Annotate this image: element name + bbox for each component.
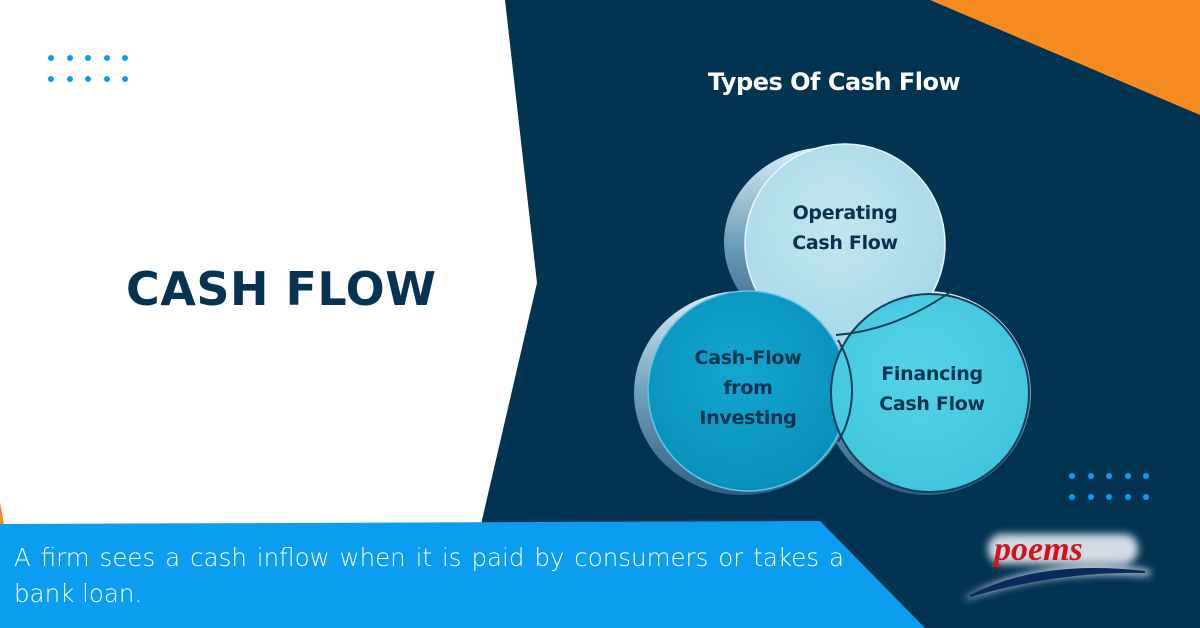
dot	[85, 76, 91, 82]
dot	[1087, 473, 1094, 479]
section-title: Types Of Cash Flow	[707, 68, 961, 96]
label-line: from	[723, 377, 773, 399]
label-line: Investing	[699, 407, 797, 429]
dot	[1143, 473, 1149, 479]
dot	[66, 76, 73, 82]
dot	[1069, 494, 1075, 500]
decorative-dots-top-left	[48, 55, 128, 82]
dot	[48, 55, 54, 61]
page-title: CASH FLOW	[126, 262, 437, 316]
investing-cash-flow-label: Cash-Flow from Investing	[668, 343, 828, 433]
caption-band	[0, 521, 925, 628]
dot	[122, 55, 128, 61]
dot	[122, 76, 128, 82]
dot	[1106, 473, 1112, 479]
dot	[103, 55, 110, 61]
label-line: Cash Flow	[879, 393, 985, 415]
label-line: Cash-Flow	[694, 347, 802, 369]
dot	[48, 76, 54, 82]
dot	[1087, 494, 1094, 500]
logo-text: poems	[991, 531, 1083, 568]
dot	[103, 76, 110, 82]
dot	[66, 55, 73, 61]
decorative-dots-bottom-right	[1069, 473, 1149, 500]
label-line: Cash Flow	[792, 232, 898, 254]
dot	[85, 55, 91, 61]
dot	[1069, 473, 1075, 479]
dot	[1124, 494, 1131, 500]
operating-cash-flow-label: Operating Cash Flow	[765, 198, 925, 258]
poems-logo: poems	[965, 531, 1150, 600]
financing-cash-flow-label: Financing Cash Flow	[852, 359, 1012, 419]
label-line: Financing	[881, 363, 983, 385]
dot	[1124, 473, 1131, 479]
orange-corner	[930, 0, 1200, 115]
orange-sliver	[0, 502, 5, 530]
caption-text: A firm sees a cash inflow when it is pai…	[14, 543, 844, 608]
label-line: Operating	[792, 202, 898, 224]
dot	[1143, 494, 1149, 500]
cash-flow-diagram	[634, 143, 1031, 495]
dot	[1106, 494, 1112, 500]
